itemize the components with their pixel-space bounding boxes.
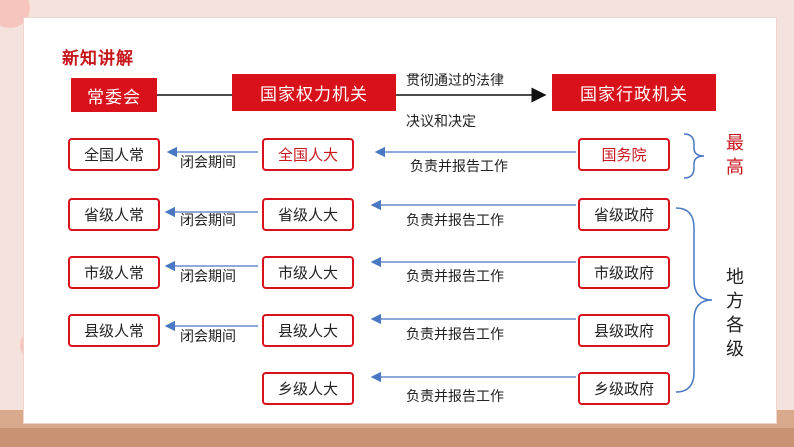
close-label: 闭会期间 <box>180 326 236 346</box>
congress-county: 县级人大 <box>262 314 354 347</box>
standing-city: 市级人常 <box>68 256 160 289</box>
gov-city: 市级政府 <box>578 256 670 289</box>
side-char: 方 <box>726 290 744 314</box>
close-label: 闭会期间 <box>180 210 236 230</box>
side-char: 各 <box>726 314 744 338</box>
congress-national: 全国人大 <box>262 138 354 171</box>
congress-township: 乡级人大 <box>262 372 354 405</box>
congress-city: 市级人大 <box>262 256 354 289</box>
standing-province: 省级人常 <box>68 198 160 231</box>
gov-township: 乡级政府 <box>578 372 670 405</box>
admin-organ-box: 国家行政机关 <box>552 74 716 111</box>
side-char: 最 <box>726 132 744 156</box>
arrow-label-top: 贯彻通过的法律 <box>406 70 504 90</box>
report-label: 负责并报告工作 <box>410 156 508 176</box>
standing-county: 县级人常 <box>68 314 160 347</box>
side-label-local: 地 方 各 级 <box>726 266 744 362</box>
power-organ-box: 国家权力机关 <box>232 74 396 111</box>
gov-national: 国务院 <box>578 138 670 171</box>
brace-local <box>676 208 712 392</box>
side-char: 地 <box>726 266 744 290</box>
side-char: 高 <box>726 156 744 180</box>
report-label: 负责并报告工作 <box>406 324 504 344</box>
side-label-top: 最 高 <box>726 132 744 180</box>
report-label: 负责并报告工作 <box>406 210 504 230</box>
gov-province: 省级政府 <box>578 198 670 231</box>
congress-province: 省级人大 <box>262 198 354 231</box>
close-label: 闭会期间 <box>180 266 236 286</box>
report-label: 负责并报告工作 <box>406 386 504 406</box>
standing-committee-box: 常委会 <box>71 78 157 112</box>
standing-national: 全国人常 <box>68 138 160 171</box>
report-label: 负责并报告工作 <box>406 266 504 286</box>
gov-county: 县级政府 <box>578 314 670 347</box>
arrow-label-bottom: 决议和决定 <box>406 111 476 131</box>
close-label: 闭会期间 <box>180 152 236 172</box>
side-char: 级 <box>726 338 744 362</box>
brace-top <box>684 134 704 178</box>
